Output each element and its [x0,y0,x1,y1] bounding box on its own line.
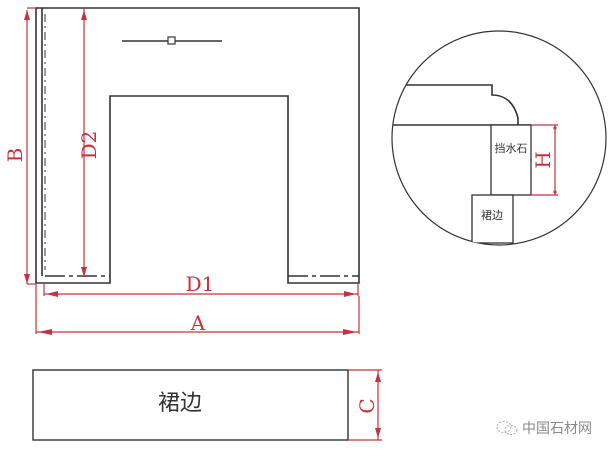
dimension-a: A [35,284,360,335]
dimension-b-label: B [3,148,27,163]
dimension-a-label: A [190,311,206,335]
detail-view: 挡水石 裙边 H [391,30,607,246]
wechat-icon [496,421,518,435]
skirt-detail [471,194,514,244]
skirt-panel [32,369,349,441]
countertop-profile [405,84,519,125]
skirt-panel-label: 裙边 [158,391,202,416]
water-stop-stone [490,124,532,196]
water-stop-stone-label: 挡水石 [495,141,528,155]
dimension-c-label: C [355,398,379,413]
dimension-d1: D1 [43,272,359,297]
watermark-text: 中国石材网 [522,421,592,437]
dimension-b: B [3,7,36,285]
dimension-d2-label: D2 [77,131,101,160]
drain-icon [167,36,176,45]
dimension-d2: D2 [77,8,101,277]
dimension-d1-label: D1 [186,272,215,296]
shower-base-outline [35,7,360,284]
watermark: 中国石材网 [496,418,592,438]
plan-view [35,7,360,284]
skirt-detail-label: 裙边 [481,209,503,222]
skirt-view: 裙边 C [32,369,382,441]
dimension-h-label: H [531,151,555,168]
